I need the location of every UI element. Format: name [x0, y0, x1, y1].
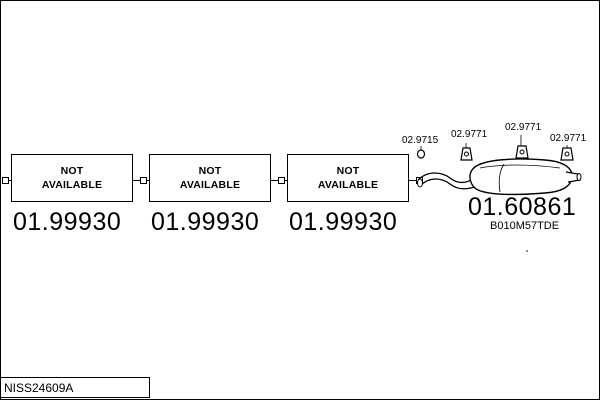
connector: [140, 177, 147, 184]
muffler-part-number: 01.60861: [468, 193, 577, 221]
hanger-label-1: 02.9715: [402, 135, 439, 146]
part-number-1: 01.99930: [13, 208, 122, 236]
pipe-line: [284, 179, 287, 181]
pipe-line: [269, 179, 278, 181]
hanger-label-3: 02.9771: [505, 122, 542, 133]
hanger-bracket-icon: [515, 145, 529, 159]
hanger-label-2: 02.9771: [451, 129, 488, 140]
section-box-2[interactable]: NOT AVAILABLE: [149, 154, 271, 202]
hanger-ring-icon: [416, 149, 426, 159]
not-available-label: NOT AVAILABLE: [317, 165, 379, 191]
connector: [278, 177, 285, 184]
muffler-code: B010M57TDE: [490, 220, 560, 232]
reference-code: NISS24609A: [0, 377, 150, 398]
not-available-label: NOT AVAILABLE: [41, 165, 103, 191]
section-box-1[interactable]: NOT AVAILABLE: [11, 154, 133, 202]
pipe-line: [146, 179, 149, 181]
pipe-line: [407, 179, 416, 181]
connector: [2, 177, 9, 184]
part-number-2: 01.99930: [151, 208, 260, 236]
pipe-line: [131, 179, 140, 181]
section-box-3[interactable]: NOT AVAILABLE: [287, 154, 409, 202]
hanger-bracket-icon: [460, 147, 473, 161]
hanger-bracket-icon: [560, 147, 574, 161]
not-available-label: NOT AVAILABLE: [179, 165, 241, 191]
hanger-label-4: 02.9771: [550, 133, 587, 144]
pipe-line: [8, 179, 12, 181]
part-number-3: 01.99930: [289, 208, 398, 236]
